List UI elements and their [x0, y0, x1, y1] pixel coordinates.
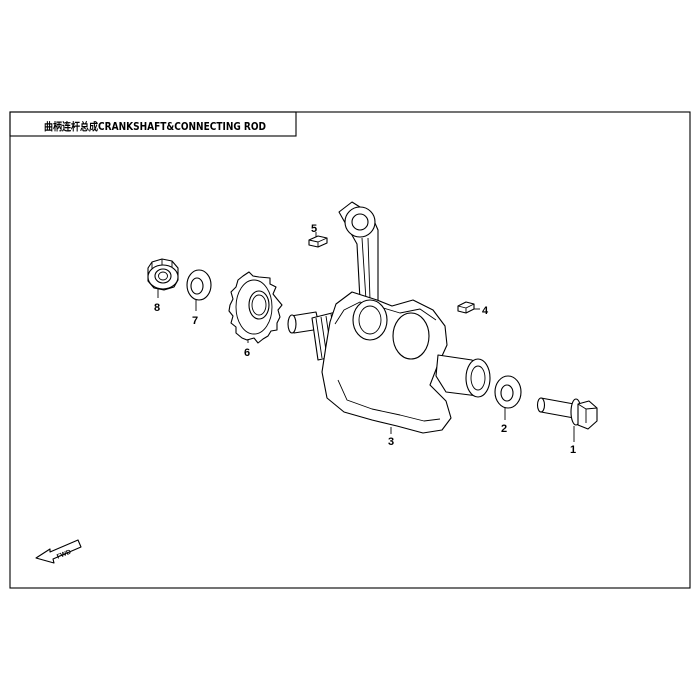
part-7-washer	[186, 269, 212, 301]
part-5-key	[308, 235, 328, 248]
leader-lines	[157, 232, 575, 442]
drawing-frame	[9, 111, 691, 589]
part-1-bolt	[536, 397, 598, 430]
callout-4: 4	[482, 305, 489, 317]
part-8-nut	[147, 258, 179, 291]
title-box	[9, 111, 297, 137]
callout-2: 2	[501, 423, 507, 435]
part-2-washer	[494, 375, 522, 409]
callout-8: 8	[154, 302, 160, 314]
part-3-crankshaft	[287, 201, 491, 434]
diagram-title: 曲柄连杆总成CRANKSHAFT&CONNECTING ROD	[44, 120, 266, 133]
callout-3: 3	[388, 436, 394, 448]
part-4-key	[457, 301, 475, 314]
fwd-arrow: FWD	[35, 539, 82, 564]
callout-1: 1	[570, 444, 576, 456]
callout-7: 7	[192, 315, 198, 327]
callout-6: 6	[244, 347, 250, 359]
part-6-gear	[228, 271, 283, 344]
callout-5: 5	[311, 223, 317, 235]
